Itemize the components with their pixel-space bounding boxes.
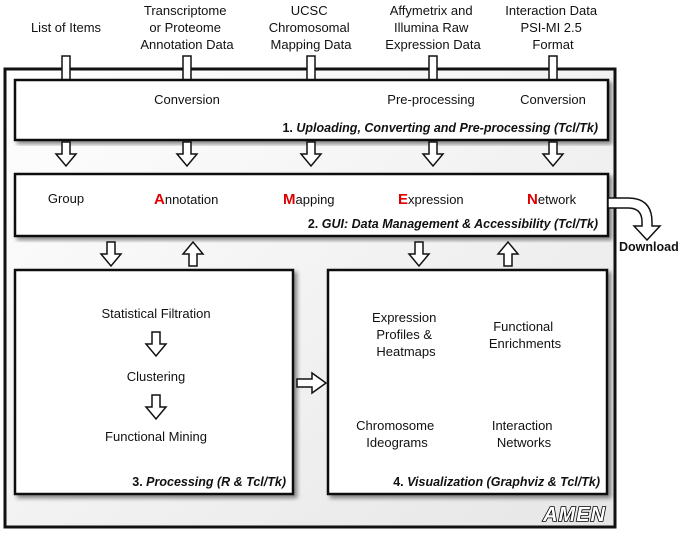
panel1-conversion-label: Conversion bbox=[154, 92, 220, 107]
panel2-group-label: Group bbox=[48, 191, 84, 206]
arrow-down-to-visualization bbox=[407, 241, 431, 268]
arrow-up-from-processing bbox=[181, 240, 205, 267]
processing-step-filtration: Statistical Filtration bbox=[101, 306, 210, 321]
arrow-down-1 bbox=[54, 141, 78, 168]
panel-visualization bbox=[326, 268, 609, 496]
arrow-up-from-visualization bbox=[496, 240, 520, 267]
input-label-expression: Affymetrix and Illumina Raw Expression D… bbox=[385, 3, 481, 52]
input-labels: List of Items Transcriptome or Proteome … bbox=[31, 3, 600, 52]
panel-uploading bbox=[13, 78, 610, 142]
input-label-mapping: UCSC Chromosomal Mapping Data bbox=[269, 3, 354, 52]
viz-item-functional-enrichments: Functional Enrichments bbox=[489, 319, 562, 351]
input-label-items: List of Items bbox=[31, 20, 102, 35]
panel3-caption: 3. Processing (R & Tcl/Tk) bbox=[132, 475, 286, 489]
processing-step-clustering: Clustering bbox=[127, 369, 186, 384]
panel2-network-label: Network bbox=[527, 191, 577, 208]
viz-item-expression-profiles: Expression Profiles & Heatmaps bbox=[372, 310, 440, 359]
input-label-interaction: Interaction Data PSI-MI 2.5 Format bbox=[505, 3, 600, 52]
arrow-down-3 bbox=[299, 141, 323, 168]
arrow-clustering-to-mining bbox=[144, 394, 168, 421]
panel-gui bbox=[13, 172, 610, 238]
arrow-down-2 bbox=[175, 141, 199, 168]
panel2-expression-label: Expression bbox=[398, 191, 464, 208]
arrow-down-to-processing bbox=[99, 241, 123, 268]
viz-item-interaction-networks: Interaction Networks bbox=[492, 418, 556, 450]
arrows-2-to-3-4 bbox=[99, 240, 520, 268]
download-label: Download bbox=[619, 240, 679, 254]
arrow-processing-to-visualization bbox=[296, 371, 328, 395]
arrow-down-5 bbox=[541, 141, 565, 168]
panel-processing bbox=[13, 268, 295, 496]
panel2-mapping-label: Mapping bbox=[283, 191, 335, 208]
panel2-annotation-label: Annotation bbox=[154, 191, 218, 208]
panel4-caption: 4. Visualization (Graphviz & Tcl/Tk) bbox=[393, 475, 600, 489]
panel1-caption: 1. Uploading, Converting and Pre-process… bbox=[282, 121, 598, 135]
panel1-conversion-label-2: Conversion bbox=[520, 92, 586, 107]
arrow-down-4 bbox=[421, 141, 445, 168]
arrow-filtration-to-clustering bbox=[144, 331, 168, 358]
panel1-preprocessing-label: Pre-processing bbox=[387, 92, 474, 107]
viz-item-chromosome-ideograms: Chromosome Ideograms bbox=[356, 418, 438, 450]
panel2-caption: 2. GUI: Data Management & Accessibility … bbox=[308, 217, 598, 231]
arrows-1-to-2 bbox=[54, 141, 565, 168]
download-arrow bbox=[607, 197, 662, 242]
amen-logo: AMEN bbox=[542, 504, 606, 526]
processing-step-functional-mining: Functional Mining bbox=[105, 429, 207, 444]
input-label-annotation: Transcriptome or Proteome Annotation Dat… bbox=[140, 3, 234, 52]
